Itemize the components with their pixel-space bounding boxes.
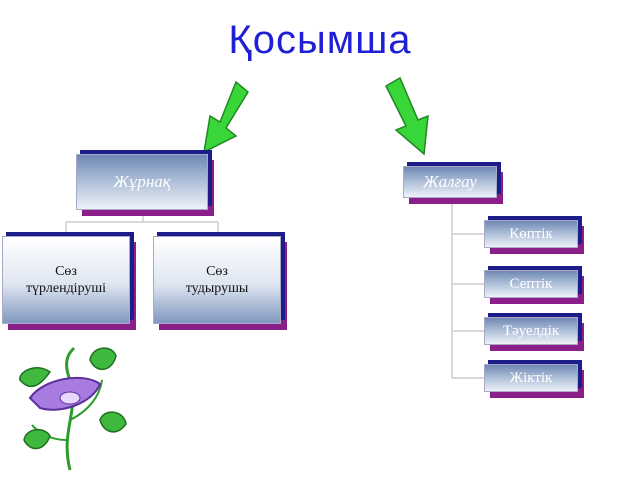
node-soz-tudyrushy: Сөз тудырушы <box>153 236 281 324</box>
right-tree-connectors <box>451 198 484 379</box>
node-tauyeldik: Тәуелдік <box>484 317 578 345</box>
left-arrow-icon <box>203 80 249 154</box>
node-tauyeldik-label: Тәуелдік <box>502 322 560 339</box>
right-arrow-icon <box>385 76 429 156</box>
node-septik: Септік <box>484 270 578 298</box>
node-soz-turlendirushi: Сөз түрлендіруші <box>2 236 130 324</box>
diagram-title: Қосымша <box>228 18 412 62</box>
node-koptik: Көптік <box>484 220 578 248</box>
node-zhalgau-label: Жалғау <box>423 172 477 192</box>
node-zhalgau: Жалғау <box>403 166 497 198</box>
flower-illustration <box>19 346 127 471</box>
node-soz-turlendirushi-label: Сөз түрлендіруші <box>25 263 107 297</box>
node-koptik-label: Көптік <box>509 225 553 242</box>
node-zhiktik: Жіктік <box>484 364 578 392</box>
left-tree-connectors <box>65 212 219 234</box>
node-soz-tudyrushy-label: Сөз тудырушы <box>185 263 249 297</box>
node-zhurnak: Жұрнақ <box>76 154 208 210</box>
node-zhurnak-label: Жұрнақ <box>113 172 171 192</box>
node-zhiktik-label: Жіктік <box>509 369 553 386</box>
node-septik-label: Септік <box>509 275 553 292</box>
